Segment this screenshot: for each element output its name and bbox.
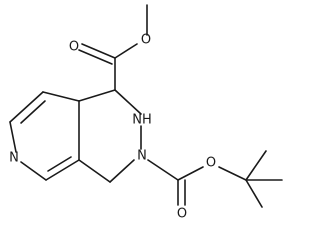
methyl-ester-group <box>78 4 148 91</box>
bond-c8-c7-inner <box>20 100 46 124</box>
bond-c5-c4a-inner <box>47 156 72 172</box>
bond-c8a-c1 <box>78 89 116 102</box>
bond-c8-c7 <box>9 91 44 123</box>
atom-carbamate-carbonyl-o: O <box>177 207 187 222</box>
bond-c8a-c8 <box>42 91 80 102</box>
bond-c7-n6 <box>9 121 17 153</box>
atom-labels: O O NH N N O O <box>9 33 216 222</box>
atom-pyridine-n: N <box>9 151 19 166</box>
bond-o-tbutyl-c <box>218 166 247 181</box>
boc-group <box>147 150 283 208</box>
atom-ester-carbonyl-o: O <box>69 40 79 55</box>
bond-ester-c-o-double-2 <box>78 49 113 65</box>
bond-ester-c-o-double <box>81 43 116 59</box>
pyridine-ring <box>9 91 80 181</box>
atom-ring-n: N <box>137 149 147 164</box>
atom-nh: NH <box>132 113 152 128</box>
bond-c1-nh <box>114 89 142 115</box>
bond-ester-c-o-single <box>114 43 138 59</box>
atom-ester-ether-o: O <box>141 33 151 48</box>
bond-n-carbamate-c <box>147 159 179 181</box>
bond-n6-c5 <box>20 161 47 181</box>
atom-carbamate-ether-o: O <box>206 156 216 171</box>
bond-n-c4 <box>109 159 135 183</box>
tetrahydro-ring <box>78 89 142 183</box>
bond-c4-c4a <box>78 159 111 183</box>
bond-tbutyl-methyl-3 <box>245 179 263 208</box>
molecule-diagram: O O NH N N O O <box>9 4 283 222</box>
bond-carbamate-c-o-single <box>177 166 204 181</box>
bond-tbutyl-methyl-1 <box>245 150 267 181</box>
bond-c5-c4a <box>45 159 80 181</box>
